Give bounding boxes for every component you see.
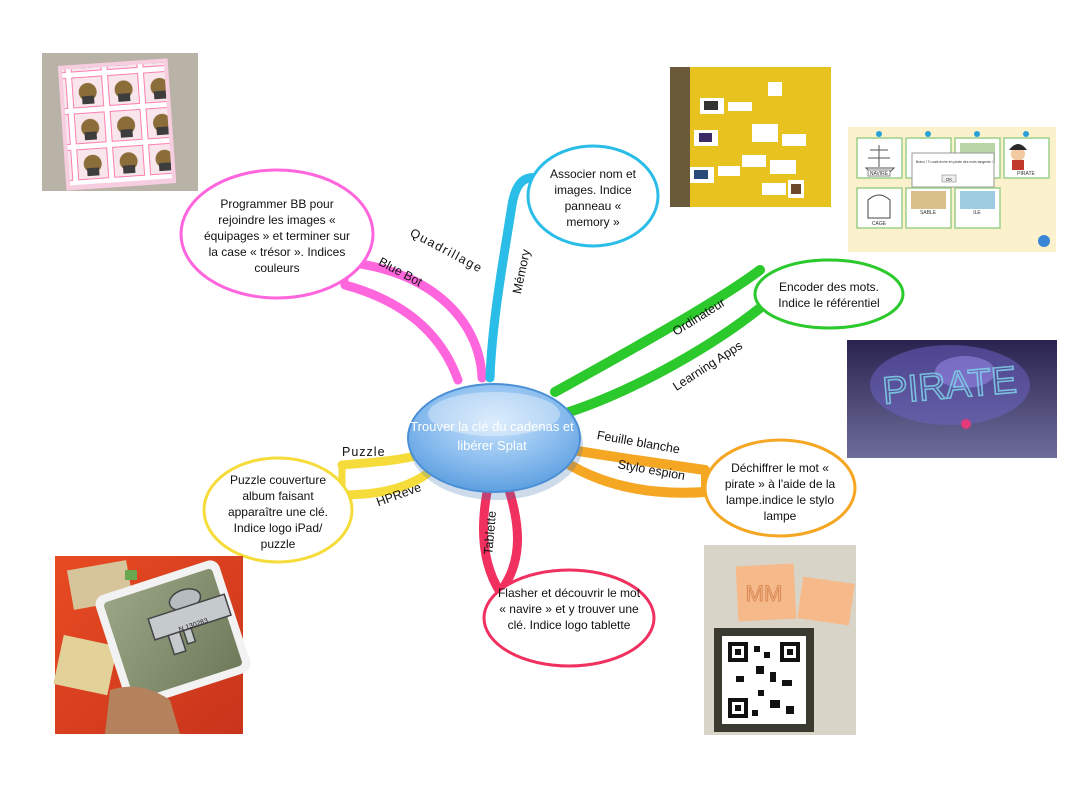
branch-label-puzzle: Puzzle <box>342 445 386 459</box>
photo-uv-pirate <box>847 340 1057 458</box>
node-text-bluebot: Programmer BB pour rejoindre les images … <box>203 197 351 275</box>
branch-label-tablette: Tablette <box>481 510 499 555</box>
app-card-navire: NAVIRE <box>870 171 889 177</box>
qr-note-letters: MM <box>746 581 783 606</box>
center-node-label: Trouver la clé du cadenas et libérer Spl… <box>410 419 574 453</box>
branch-ordinateur <box>550 265 765 420</box>
node-text-stylo: Déchiffrer le mot « pirate » à l'aide de… <box>724 461 836 523</box>
branch-label-memory: Mémory <box>510 247 533 295</box>
app-card-ile: ILE <box>973 210 981 216</box>
node-text-puzzle: Puzzle couverture album faisant apparaît… <box>227 473 329 551</box>
app-dialog-text: Bravo ! Tu sais écrire en pirate des mot… <box>916 160 993 164</box>
photo-tablet-key <box>53 556 251 734</box>
node-bubble-tablette <box>482 568 656 668</box>
photo-memory-table <box>670 67 831 207</box>
node-bubble-bluebot <box>179 168 375 300</box>
app-dialog-ok-label: OK <box>946 177 953 182</box>
node-bubble-stylo <box>703 438 857 538</box>
node-text-tablette: Flasher et découvrir le mot « navire » e… <box>497 586 641 632</box>
photo-qr-code <box>704 545 856 735</box>
app-card-pirate: PIRATE <box>1017 171 1035 177</box>
node-text-ordinateur: Encoder des mots. Indice le référentiel <box>778 280 880 310</box>
node-bubble-puzzle <box>202 456 354 564</box>
photo-pink-cards <box>42 53 198 191</box>
app-card-sable: SABLE <box>920 210 937 216</box>
app-card-cage: CAGE <box>872 221 887 227</box>
node-bubble-memory <box>526 144 660 248</box>
branch-label-quadrillage: Quadrillage <box>408 226 486 276</box>
node-text-memory: Associer nom et images. Indice panneau «… <box>549 167 637 229</box>
app-dialog-ok-button <box>941 174 957 183</box>
center-node <box>407 383 583 500</box>
branch-memory <box>485 173 553 383</box>
node-bubble-ordinateur <box>753 258 905 330</box>
photo-learningapps <box>848 127 1056 252</box>
